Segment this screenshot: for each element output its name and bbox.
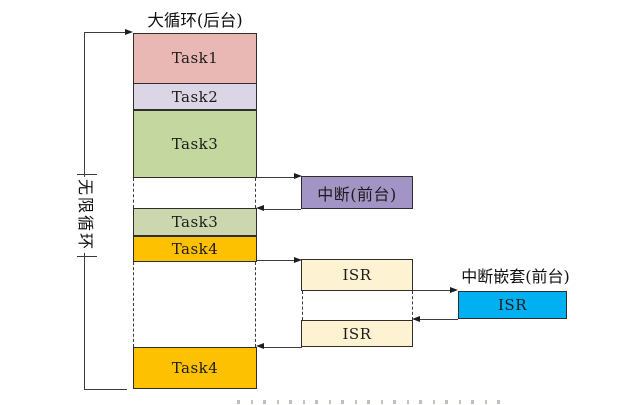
- arrow-task3-to-interrupt: [257, 173, 302, 180]
- task1-block: Task1: [133, 33, 257, 84]
- isr1-label: ISR: [342, 266, 372, 284]
- caption-fragment-clipped: [237, 400, 505, 404]
- task3-label: Task3: [171, 134, 219, 153]
- task3-block-resumed: Task3: [133, 208, 257, 236]
- nested-isr-label: ISR: [498, 296, 527, 314]
- isr-left-dashed-gap: [301, 291, 303, 320]
- task4-block-resumed: Task4: [133, 347, 257, 389]
- isr-right-dashed-gap: [411, 291, 413, 320]
- isr-box-second: ISR: [301, 320, 413, 347]
- task4-label: Task4: [171, 239, 219, 258]
- interrupt-label: 中断(前台): [317, 184, 397, 204]
- task4-block-first: Task4: [133, 235, 257, 262]
- column-right-dashed-gap1: [255, 178, 257, 208]
- column-left-dashed-gap1: [133, 178, 134, 208]
- arrow-task4-to-isr: [257, 256, 302, 263]
- isr-box-first: ISR: [301, 259, 413, 291]
- column-right-dashed-gap2: [255, 262, 257, 347]
- loop-label-top-dash: [77, 174, 97, 175]
- column-left-dashed-gap2: [133, 262, 134, 347]
- task3-block-first: Task3: [133, 109, 257, 178]
- task1-label: Task1: [171, 49, 219, 68]
- infinite-loop-label: 无限循环: [76, 177, 98, 253]
- background-loop-title: 大循环(后台): [147, 11, 243, 30]
- task3-resumed-label: Task3: [171, 213, 219, 231]
- task2-label: Task2: [171, 87, 219, 106]
- isr2-label: ISR: [342, 324, 372, 343]
- task4-resumed-label: Task4: [171, 359, 219, 377]
- nested-isr-box: ISR: [458, 291, 567, 319]
- loop-label-bottom-dash: [77, 256, 97, 257]
- arrow-nested-isr-return: [412, 315, 458, 322]
- arrow-isr-to-nested-isr: [413, 286, 458, 293]
- task2-block: Task2: [133, 83, 257, 110]
- interrupt-box: 中断(前台): [301, 176, 413, 209]
- loop-bottom-line: [84, 388, 127, 390]
- nested-interrupt-title: 中断嵌套(前台): [461, 267, 570, 286]
- arrow-isr-return-to-task4: [256, 343, 302, 350]
- loop-restart-arrow: [84, 28, 133, 35]
- arrow-interrupt-return: [256, 205, 301, 212]
